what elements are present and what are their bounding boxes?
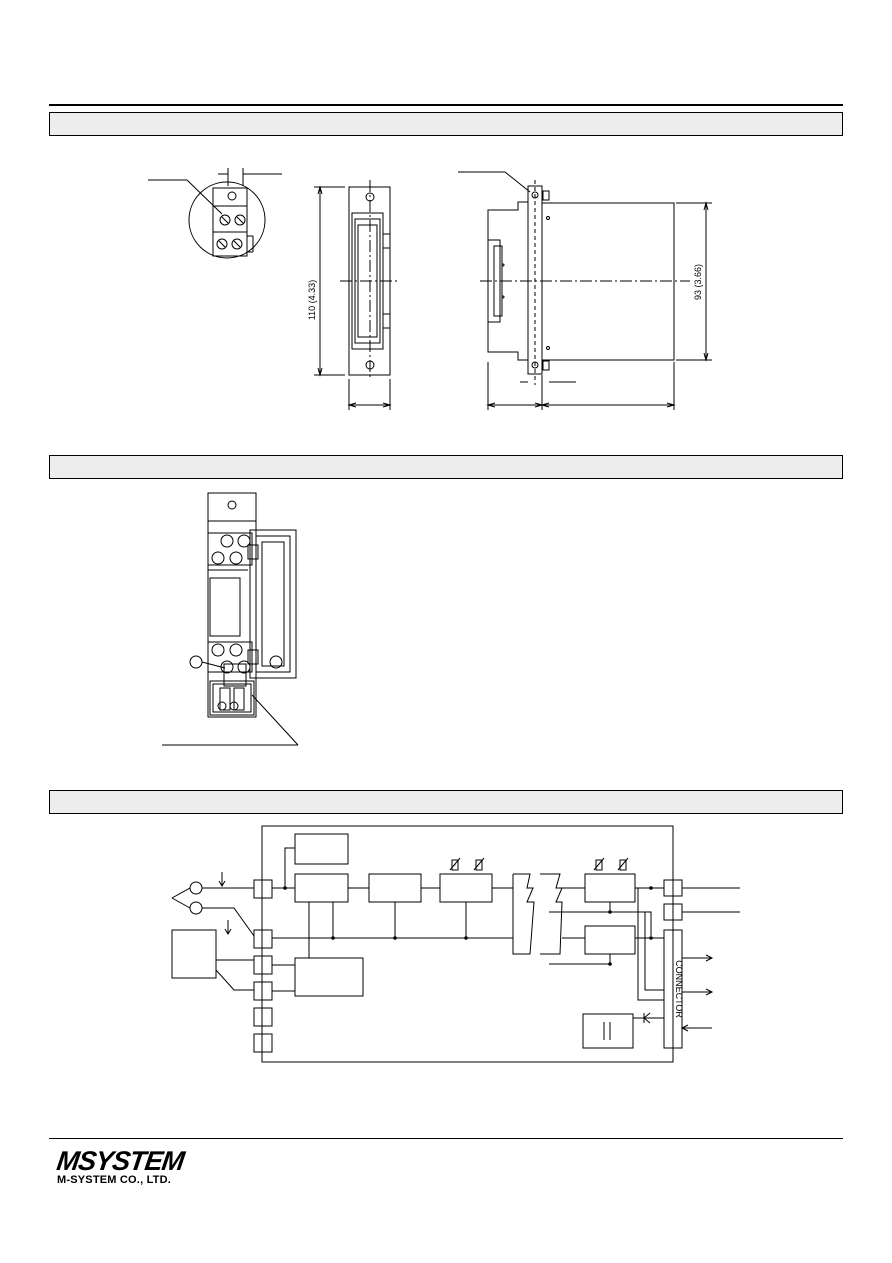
mounting-drawing (162, 492, 299, 746)
section-bar-dimensions (49, 112, 843, 136)
block-diagram: CONNECTOR (171, 825, 740, 1063)
section-bar-block-diagram (49, 790, 843, 814)
height-dimension-label: 110 (4.33) (307, 280, 317, 320)
company-logo: MSYSTEM M-SYSTEM CO., LTD. (54, 1146, 186, 1187)
logo-wordmark: MSYSTEM (54, 1146, 186, 1176)
company-name: M-SYSTEM CO., LTD. (57, 1174, 172, 1186)
header-rule (49, 104, 843, 106)
footer-rule (49, 1138, 843, 1139)
depth-dimension-label: 93 (3.66) (693, 264, 703, 300)
section-bar-mounting (49, 455, 843, 479)
dimension-drawings: 110 (4.33) 93 (3.66) (148, 168, 712, 410)
connector-label: CONNECTOR (674, 960, 684, 1018)
